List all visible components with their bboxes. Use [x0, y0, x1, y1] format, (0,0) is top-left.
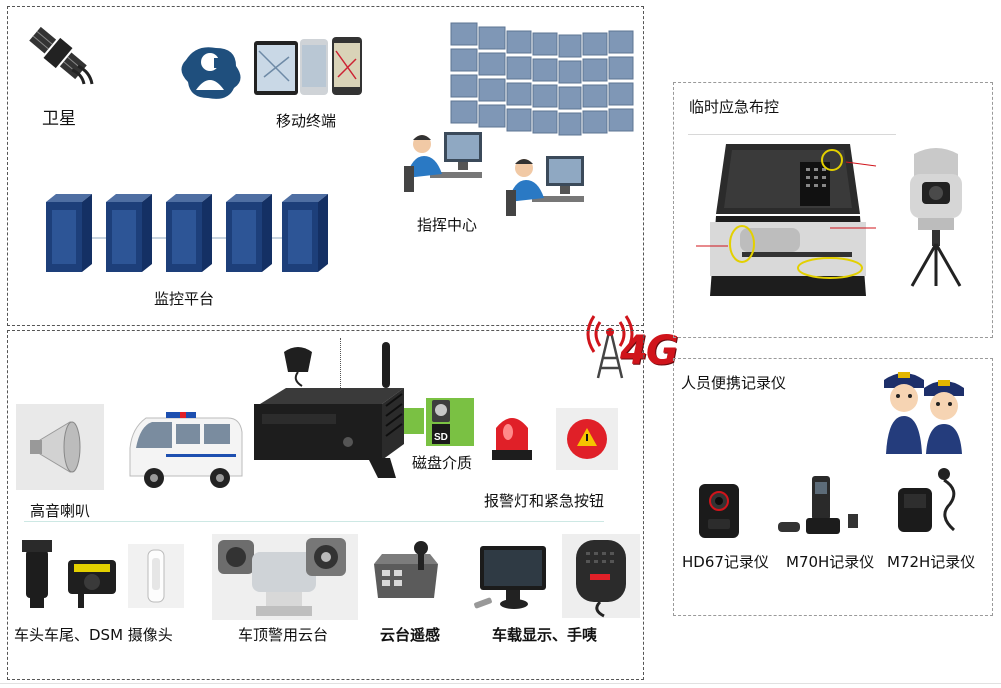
m72h-recorder-icon: [896, 466, 970, 536]
mobile-devices-icon: [254, 37, 366, 97]
loudspeaker-icon: [16, 404, 104, 490]
satellite-icon: [20, 18, 96, 88]
alarm-button-label: 报警灯和紧急按钮: [484, 492, 605, 510]
display-handset-label: 车载显示、手咦: [492, 626, 598, 644]
emergency-deploy-title: 临时应急布控: [689, 98, 780, 116]
server-rack-icon: [46, 192, 336, 278]
vehicle-dvr-host-icon: [252, 386, 412, 482]
satellite-label: 卫星: [42, 109, 76, 129]
video-wall-icon: [449, 15, 635, 165]
mobile-user-icon: [174, 40, 244, 102]
storage-media-label: 磁盘介质: [412, 454, 473, 472]
operator-workstation-icon: [502, 150, 588, 220]
network-4g-badge: 4G: [620, 328, 679, 374]
monitor-platform-label: 监控平台: [154, 290, 215, 308]
loudspeaker-label: 高音喇叭: [30, 502, 91, 520]
portable-recorder-title: 人员便携记录仪: [681, 374, 787, 392]
ptz-joystick-icon: [370, 540, 442, 606]
gps-antenna-icon: [278, 344, 318, 388]
m70h-recorder-label: M70H记录仪: [786, 553, 875, 571]
emergency-case-icon: [696, 142, 880, 302]
emergency-button-icon: [556, 408, 618, 470]
hd67-recorder-icon: [698, 483, 740, 539]
command-center-label: 指挥中心: [417, 216, 478, 234]
police-van-icon: [126, 404, 244, 494]
svg-text:SD: SD: [434, 432, 448, 443]
m72h-recorder-label: M72H记录仪: [887, 553, 976, 571]
portable-recorder-panel: [673, 358, 993, 616]
roof-ptz-camera-icon: [212, 532, 358, 620]
dsm-camera-icon: [128, 544, 184, 608]
cable-line: [340, 338, 342, 390]
roof-ptz-label: 车顶警用云台: [238, 626, 329, 644]
camera-label: 车头车尾、DSM 摄像头: [14, 626, 173, 644]
front-rear-camera-icon: [22, 540, 130, 612]
divider: [0, 683, 1001, 684]
m70h-recorder-icon: [776, 474, 872, 538]
mobile-terminal-label: 移动终端: [276, 112, 337, 130]
divider: [24, 521, 604, 522]
ptz-tripod-camera-icon: [900, 146, 972, 288]
storage-media-icon: SD: [404, 394, 476, 448]
police-officers-icon: [880, 366, 970, 456]
4g-antenna-icon: [378, 340, 394, 390]
vehicle-equipment-panel: [7, 330, 644, 680]
command-platform-panel: [7, 6, 644, 326]
vehicle-display-icon: [474, 544, 554, 616]
alarm-light-icon: [490, 408, 534, 462]
divider: [688, 134, 896, 135]
operator-workstation-icon: [400, 126, 486, 196]
handset-microphone-icon: [562, 534, 640, 618]
hd67-recorder-label: HD67记录仪: [682, 553, 769, 571]
ptz-joystick-label: 云台遥感: [380, 626, 441, 644]
emergency-deploy-panel: [673, 82, 993, 338]
